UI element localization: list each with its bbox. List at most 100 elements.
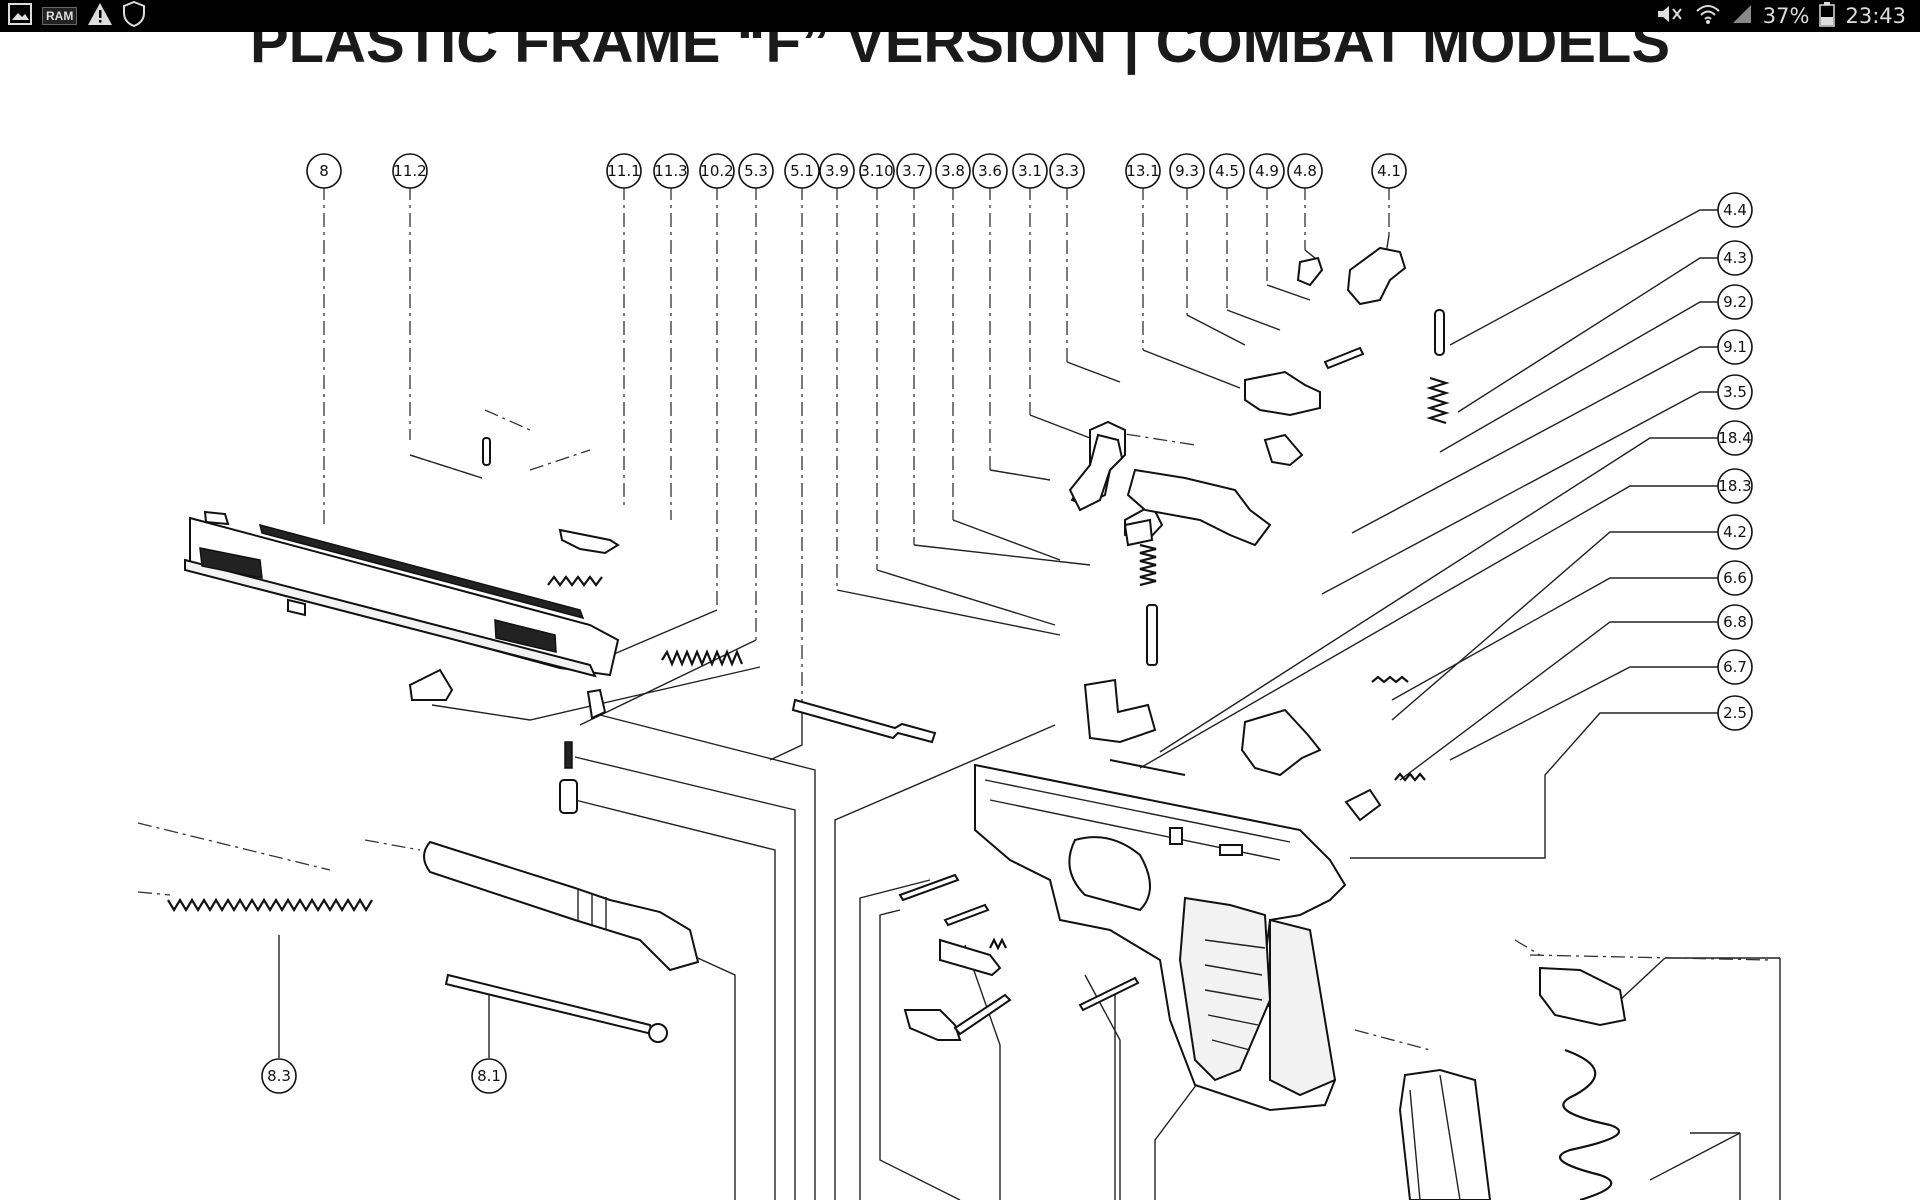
recoil-spring	[167, 897, 373, 913]
callout-text: 4.2	[1723, 523, 1747, 541]
callout-text: 4.4	[1723, 201, 1747, 219]
callout-circle	[1249, 153, 1285, 189]
callout-circle	[306, 153, 342, 189]
callout-label: 8.1	[471, 1058, 507, 1094]
callout-label: 3.10	[859, 153, 895, 189]
callout-circle	[1125, 153, 1161, 189]
callout-circle	[1717, 604, 1753, 640]
firing-pin	[791, 698, 937, 744]
callout-text: 3.5	[1723, 383, 1747, 401]
callout-text: 10.2	[700, 162, 733, 180]
callout-label: 4.1	[1371, 153, 1407, 189]
extractor-spring	[547, 575, 603, 587]
callout-text: 5.3	[744, 162, 768, 180]
callout-text: 4.9	[1255, 162, 1279, 180]
hammer-strut-rod	[1146, 604, 1158, 666]
callout-text: 6.7	[1723, 658, 1747, 676]
magazine-part	[1398, 1068, 1492, 1200]
callout-circle	[896, 153, 932, 189]
callout-text: 11.3	[654, 162, 687, 180]
callout-circle	[1717, 649, 1753, 685]
locking-block	[1240, 708, 1322, 777]
callout-text: 3.9	[825, 162, 849, 180]
callout-label: 3.8	[935, 153, 971, 189]
slide-part	[184, 510, 620, 678]
callout-text: 18.3	[1718, 477, 1751, 495]
callout-label: 4.5	[1209, 153, 1245, 189]
callout-text: 3.6	[978, 162, 1002, 180]
callout-text: 6.6	[1723, 569, 1747, 587]
callout-circle	[699, 153, 735, 189]
callout-circle	[471, 1058, 507, 1094]
callout-circle	[1717, 240, 1753, 276]
callout-label: 8	[306, 153, 342, 189]
callout-circle	[1717, 695, 1753, 731]
callout-text: 8.3	[267, 1067, 291, 1085]
spring-part	[1426, 376, 1450, 425]
magazine-catch-part	[903, 1009, 962, 1041]
callout-circle	[1287, 153, 1323, 189]
callout-text: 4.1	[1377, 162, 1401, 180]
status-bar: RAM 37% 23:43	[0, 0, 1920, 32]
trigger-part	[1068, 433, 1124, 512]
callout-label: 8.3	[261, 1058, 297, 1094]
callout-circle	[1371, 153, 1407, 189]
barrel-part	[423, 840, 700, 972]
callout-circle	[1717, 420, 1753, 456]
callout-circle	[1717, 374, 1753, 410]
status-bar-right: 37% 23:43	[1655, 0, 1906, 32]
callout-text: 3.3	[1055, 162, 1079, 180]
callout-label: 9.3	[1169, 153, 1205, 189]
callout-circle	[1717, 329, 1753, 365]
callout-text: 4.8	[1293, 162, 1317, 180]
callout-circle	[784, 153, 820, 189]
callout-text: 18.4	[1718, 429, 1751, 447]
callout-text: 13.1	[1126, 162, 1159, 180]
callout-label: 18.4	[1717, 420, 1753, 456]
callout-circle	[392, 153, 428, 189]
slide-stop-part	[939, 938, 1002, 977]
shield-icon	[123, 0, 146, 32]
callout-label: 3.1	[1012, 153, 1048, 189]
mute-icon	[1655, 3, 1685, 30]
callout-circle	[738, 153, 774, 189]
callout-label: 6.7	[1717, 649, 1753, 685]
callout-circle	[606, 153, 642, 189]
status-bar-left: RAM	[8, 0, 146, 32]
callout-text: 9.3	[1175, 162, 1199, 180]
callout-text: 11.1	[607, 162, 640, 180]
callout-circle	[819, 153, 855, 189]
callout-circle	[261, 1058, 297, 1094]
pin-part	[482, 437, 491, 466]
callout-circle	[1012, 153, 1048, 189]
callout-label: 11.3	[653, 153, 689, 189]
callout-label: 4.3	[1717, 240, 1753, 276]
clock-time: 23:43	[1845, 4, 1906, 28]
plunger-spring-part	[559, 779, 578, 814]
callout-text: 5.1	[790, 162, 814, 180]
gun-parts	[167, 246, 1627, 1200]
callout-circle	[972, 153, 1008, 189]
trigger-bar-housing	[1126, 468, 1272, 547]
callout-text: 6.8	[1723, 613, 1747, 631]
callout-label: 9.2	[1717, 284, 1753, 320]
signal-icon	[1731, 3, 1753, 30]
callout-label: 11.1	[606, 153, 642, 189]
callout-text: 8.1	[477, 1067, 501, 1085]
right-labels: 4.4 4.3 9.2 9.1 3.5 18.4 18.3 4.2 6.6 6.8 6.7 2.5	[1717, 192, 1753, 731]
warning-icon	[87, 2, 113, 31]
wifi-icon	[1695, 3, 1721, 30]
firing-pin-spring	[661, 649, 744, 667]
pin-part	[1434, 309, 1445, 356]
callout-label: 6.6	[1717, 560, 1753, 596]
callout-circle	[653, 153, 689, 189]
callout-circle	[1717, 514, 1753, 550]
callout-circle	[1717, 192, 1753, 228]
ram-icon: RAM	[42, 7, 78, 25]
callout-text: 2.5	[1723, 704, 1747, 722]
plunger-part	[564, 741, 573, 769]
callout-label: 9.1	[1717, 329, 1753, 365]
magazine-follower	[1539, 966, 1627, 1027]
callout-label: 11.2	[392, 153, 428, 189]
